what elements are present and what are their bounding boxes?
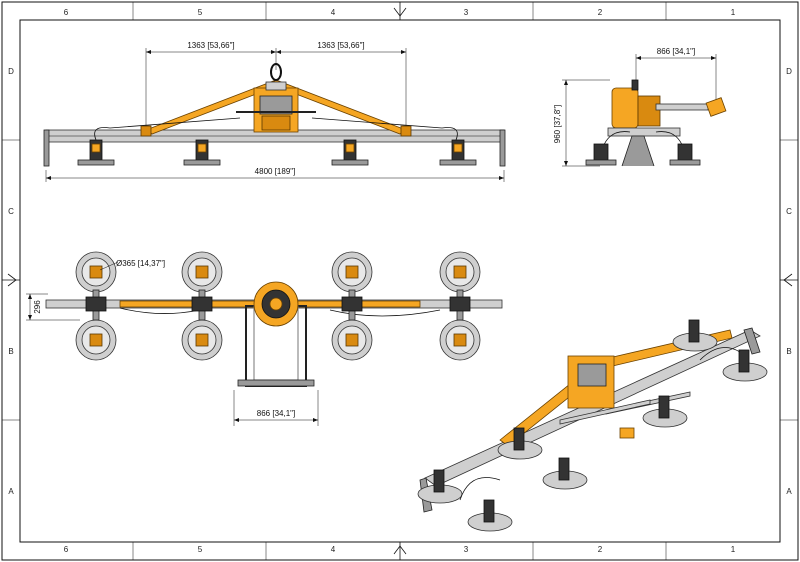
row-label-left: B xyxy=(8,347,13,356)
center-mark-left xyxy=(2,273,20,287)
row-label-right: C xyxy=(786,207,792,216)
row-label-left: D xyxy=(8,67,14,76)
col-label-bottom: 2 xyxy=(598,545,603,554)
suction-pad xyxy=(439,319,481,361)
iso-suction-pad xyxy=(672,319,718,352)
col-label-top: 1 xyxy=(731,8,736,17)
iso-suction-pad xyxy=(722,349,768,382)
top-view: Ø365 [14,37"] 296 866 [34,1"] xyxy=(26,251,503,426)
side-view: 866 [34,1"] 960 [37,8"] xyxy=(553,47,727,167)
dim-pad-offset: 296 xyxy=(33,300,42,314)
side-handle-bar xyxy=(655,103,709,111)
row-label-left: C xyxy=(8,207,14,216)
col-label-top: 2 xyxy=(598,8,603,17)
row-label-right: D xyxy=(786,67,792,76)
col-label-top: 6 xyxy=(64,8,69,17)
dim-span-left: 1363 [53,66"] xyxy=(187,41,234,50)
isometric-view xyxy=(417,319,768,532)
suction-pad xyxy=(181,319,223,361)
pad-mount xyxy=(183,139,221,166)
iso-suction-pad xyxy=(542,457,588,490)
inner-border xyxy=(19,19,781,543)
suction-pad xyxy=(181,251,223,293)
row-ticks xyxy=(2,139,798,421)
col-label-top: 3 xyxy=(464,8,469,17)
col-label-top: 4 xyxy=(331,8,336,17)
dim-span-right: 1363 [53,66"] xyxy=(317,41,364,50)
iso-suction-pad xyxy=(497,427,543,460)
suction-pad xyxy=(439,251,481,293)
center-mark-top xyxy=(393,2,407,20)
iso-suction-pad xyxy=(417,469,463,504)
col-label-top: 5 xyxy=(198,8,203,17)
dim-side-width: 866 [34,1"] xyxy=(657,47,695,56)
arm-clamp-left xyxy=(140,125,152,137)
side-vacuum-tank xyxy=(611,87,639,129)
pad-mount xyxy=(331,139,369,166)
row-label-left: A xyxy=(8,487,14,496)
suction-pad xyxy=(331,251,373,293)
col-label-bottom: 4 xyxy=(331,545,336,554)
col-label-bottom: 1 xyxy=(731,545,736,554)
pad-mount xyxy=(439,139,477,166)
central-valve-block xyxy=(259,95,293,115)
column-ticks xyxy=(132,2,667,560)
pad-mount xyxy=(77,139,115,166)
dim-side-height: 960 [37,8"] xyxy=(553,105,562,143)
col-label-bottom: 6 xyxy=(64,545,69,554)
dim-total-length: 4800 [189"] xyxy=(255,167,296,176)
suction-pad xyxy=(75,251,117,293)
suction-pad xyxy=(331,319,373,361)
iso-suction-pad xyxy=(642,395,688,428)
row-label-right: A xyxy=(786,487,792,496)
arm-clamp-right xyxy=(400,125,412,137)
row-label-right: B xyxy=(786,347,791,356)
iso-suction-pad xyxy=(467,499,513,532)
end-leg-right xyxy=(499,129,506,167)
dim-pad-diameter: Ø365 [14,37"] xyxy=(116,259,165,268)
col-label-bottom: 5 xyxy=(198,545,203,554)
lifting-hook xyxy=(270,63,282,81)
side-handle-grip xyxy=(705,97,727,117)
col-label-bottom: 3 xyxy=(464,545,469,554)
end-leg-left xyxy=(43,129,50,167)
dim-frame-width: 866 [34,1"] xyxy=(257,409,295,418)
suction-pad xyxy=(75,319,117,361)
front-view: 1363 [53,66"] 1363 [53,66"] 4800 [189"] xyxy=(43,41,506,182)
center-mark-right xyxy=(780,273,798,287)
center-mark-bottom xyxy=(393,542,407,560)
